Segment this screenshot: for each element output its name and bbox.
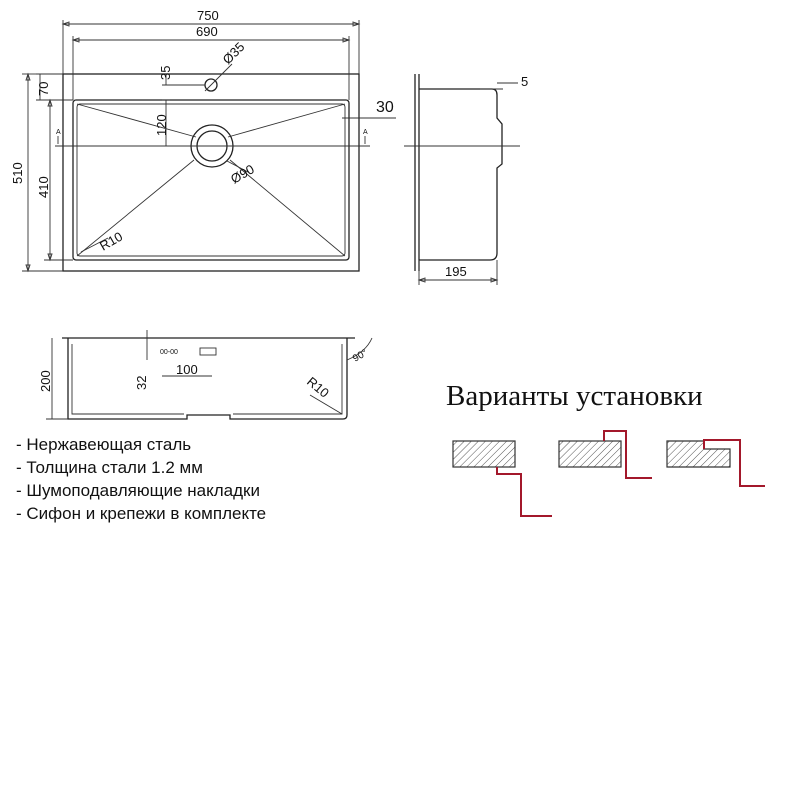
sink-outline <box>62 73 360 272</box>
install-undermount <box>452 440 552 517</box>
dim-510: 510 <box>10 72 63 273</box>
dim-side-depth: 195 <box>445 264 467 279</box>
dim-overall-width: 750 <box>197 8 219 23</box>
logo-mark <box>199 347 217 356</box>
dim-tap-offset: 35 <box>158 66 173 80</box>
dim-flange: 5 <box>521 74 528 89</box>
dim-690: 690 <box>71 24 351 100</box>
install-flush <box>666 439 765 487</box>
overflow-mark: 00-00 <box>160 349 178 356</box>
dim-overflow: 100 <box>176 362 198 377</box>
install-title: Варианты установки <box>446 380 703 412</box>
section-marker-right: A <box>363 129 368 136</box>
top-view: A A 750 690 Ø35 35 120 <box>10 8 370 273</box>
dim-overall-depth: 510 <box>10 162 25 184</box>
bowl-inner-outline <box>76 103 346 257</box>
dim-bowl-width: 690 <box>196 24 218 39</box>
side-view: 5 30 195 <box>342 74 528 285</box>
dim-corner-radius: R10 <box>97 229 125 254</box>
side-profile <box>419 88 503 261</box>
dim-drain: Ø90 <box>228 161 257 186</box>
dim-height: 200 <box>38 370 53 392</box>
dim-radius: R10 <box>304 374 332 401</box>
install-topmount <box>558 430 652 479</box>
section-bowl <box>67 338 348 420</box>
dim-bowl-depth: 410 <box>36 176 51 198</box>
feature-item: - Шумоподавляющие накладки <box>16 481 260 500</box>
tap-hole-leader <box>204 65 231 92</box>
bowl-slope-lines <box>76 103 346 257</box>
install-variants <box>452 430 765 517</box>
dim-tap-hole: Ø35 <box>220 39 248 67</box>
dim-750: 750 <box>61 8 361 74</box>
feature-list: - Нержавеющая сталь - Толщина стали 1.2 … <box>16 433 266 525</box>
dim-angle: 90° <box>351 348 370 365</box>
section-view: 00-00 32 100 200 R10 90° <box>38 330 373 420</box>
dim-70: 70 <box>36 73 73 101</box>
feature-item: - Толщина стали 1.2 мм <box>16 458 203 477</box>
dim-slope: 32 <box>134 376 149 390</box>
feature-item: - Сифон и крепежи в комплекте <box>16 504 267 523</box>
feature-item: - Нержавеющая сталь <box>16 435 192 454</box>
dim-drain-offset: 120 <box>154 114 169 136</box>
dim-edge: 30 <box>376 99 394 116</box>
dim-flange-top: 70 <box>36 82 51 96</box>
dim-410: 410 <box>36 98 73 262</box>
section-marker-left: A <box>56 129 61 136</box>
bowl-outline <box>72 99 350 261</box>
